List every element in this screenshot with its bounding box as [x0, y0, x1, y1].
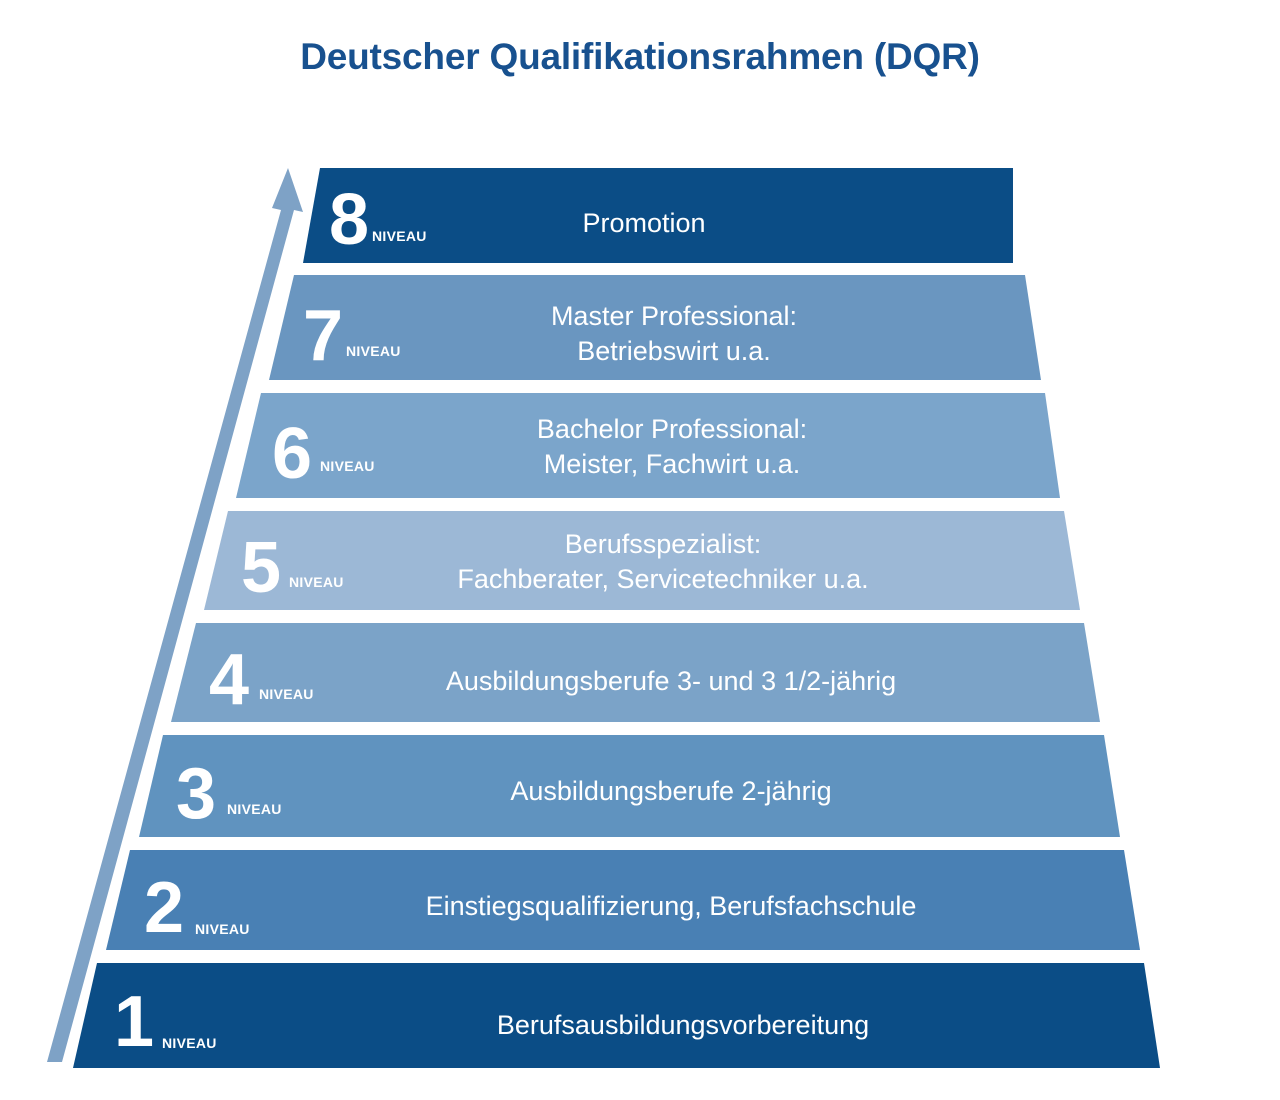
pyramid-level-1[interactable]: 1 NIVEAU Berufsausbildungsvorbereitung	[73, 963, 1160, 1068]
pyramid-level-6[interactable]: 6 NIVEAU Bachelor Professional: Meister,…	[236, 393, 1060, 498]
level-7-number: 7	[303, 296, 343, 376]
level-1-band[interactable]	[73, 963, 1160, 1068]
page-title: Deutscher Qualifikationsrahmen (DQR)	[300, 36, 980, 77]
level-6-niveau-label: NIVEAU	[320, 458, 375, 474]
level-8-niveau-label: NIVEAU	[372, 228, 427, 244]
level-1-niveau-label: NIVEAU	[162, 1035, 217, 1051]
pyramid-level-8[interactable]: 8 NIVEAU Promotion	[303, 168, 1013, 263]
level-7-band[interactable]	[269, 275, 1041, 380]
level-1-title: Berufsausbildungsvorbereitung	[497, 1010, 869, 1040]
level-4-niveau-label: NIVEAU	[259, 686, 314, 702]
level-2-title: Einstiegsqualifizierung, Berufsfachschul…	[426, 891, 917, 921]
level-8-number: 8	[329, 180, 369, 260]
level-6-number: 6	[272, 414, 312, 494]
level-5-title-line-1: Berufsspezialist:	[565, 529, 762, 559]
level-2-niveau-label: NIVEAU	[195, 921, 250, 937]
level-3-number: 3	[176, 754, 216, 834]
level-7-title-line-1: Master Professional:	[551, 301, 797, 331]
level-5-niveau-label: NIVEAU	[289, 574, 344, 590]
level-3-niveau-label: NIVEAU	[227, 801, 282, 817]
pyramid-level-5[interactable]: 5 NIVEAU Berufsspezialist: Fachberater, …	[204, 511, 1080, 610]
level-2-band[interactable]	[106, 850, 1140, 950]
level-5-band[interactable]	[204, 511, 1080, 610]
level-4-band[interactable]	[171, 623, 1100, 722]
level-4-number: 4	[209, 640, 249, 720]
level-7-niveau-label: NIVEAU	[346, 343, 401, 359]
upward-progression-arrow	[47, 168, 303, 1062]
level-6-title-line-2: Meister, Fachwirt u.a.	[544, 449, 801, 479]
level-8-title: Promotion	[582, 208, 705, 238]
level-5-title-line-2: Fachberater, Servicetechniker u.a.	[457, 564, 868, 594]
level-3-title: Ausbildungsberufe 2-jährig	[510, 776, 831, 806]
level-7-title-line-2: Betriebswirt u.a.	[577, 336, 771, 366]
pyramid-level-7[interactable]: 7 NIVEAU Master Professional: Betriebswi…	[269, 275, 1041, 380]
level-8-band[interactable]	[303, 168, 1013, 263]
pyramid-level-3[interactable]: 3 NIVEAU Ausbildungsberufe 2-jährig	[139, 735, 1120, 837]
level-2-number: 2	[144, 868, 184, 948]
level-5-number: 5	[241, 528, 281, 608]
level-4-title: Ausbildungsberufe 3- und 3 1/2-jährig	[446, 666, 896, 696]
level-1-number: 1	[114, 982, 154, 1062]
pyramid-level-4[interactable]: 4 NIVEAU Ausbildungsberufe 3- und 3 1/2-…	[171, 623, 1100, 722]
pyramid-level-2[interactable]: 2 NIVEAU Einstiegsqualifizierung, Berufs…	[106, 850, 1140, 950]
level-6-title-line-1: Bachelor Professional:	[537, 414, 807, 444]
level-3-band[interactable]	[139, 735, 1120, 837]
level-6-band[interactable]	[236, 393, 1060, 498]
